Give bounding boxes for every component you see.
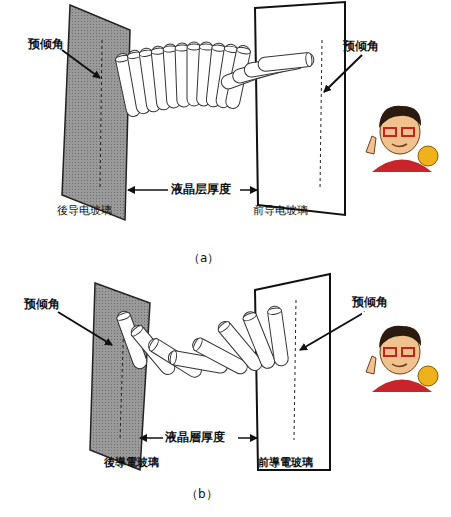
molecule-end — [116, 311, 131, 321]
leader-arrow — [300, 312, 365, 350]
label: （a） — [188, 252, 219, 265]
avatar-background — [362, 312, 442, 392]
label: 前导电玻璃 — [253, 205, 308, 217]
dimension-arrow — [240, 189, 257, 191]
avatar-hair — [379, 326, 421, 348]
rear-glass-plate — [62, 5, 130, 220]
label: 液晶層厚度 — [165, 431, 225, 444]
leader-arrow — [58, 312, 112, 345]
molecule-end — [130, 324, 145, 338]
dimension-arrow — [128, 189, 168, 191]
avatar-background — [362, 92, 442, 172]
avatar-hand — [366, 356, 376, 374]
label: 後導電玻璃 — [104, 457, 159, 469]
label: 後导电玻璃 — [57, 205, 112, 217]
avatar — [362, 92, 442, 172]
label: （b） — [186, 488, 218, 501]
leader-arrow — [324, 55, 362, 92]
avatar-mouth — [392, 364, 407, 367]
avatar — [362, 312, 442, 392]
molecule-end — [169, 350, 177, 365]
pretilt-reference — [294, 300, 296, 440]
front-glass-plate — [255, 2, 345, 215]
avatar-mouth — [392, 144, 407, 147]
molecule-end — [305, 52, 312, 67]
label: 预倾角 — [24, 298, 60, 311]
label: 前導電玻璃 — [258, 457, 313, 469]
pretilt-reference — [320, 40, 322, 190]
avatar-glasses — [402, 128, 414, 136]
molecule — [267, 305, 289, 366]
label: 预倾角 — [352, 296, 388, 309]
leader-arrow — [62, 50, 100, 78]
dimension-arrow — [238, 437, 257, 439]
avatar-glasses — [384, 348, 396, 356]
molecule-end — [148, 337, 161, 352]
avatar-hand — [366, 136, 376, 154]
front-glass-plate — [255, 274, 330, 470]
pretilt-reference — [100, 40, 102, 190]
label: 预倾角 — [28, 38, 64, 51]
dimension-arrow — [140, 437, 163, 439]
molecule — [257, 52, 314, 72]
molecule-end — [192, 337, 204, 352]
molecule-end — [217, 320, 232, 334]
liquid-crystal-molecules — [114, 42, 314, 118]
rear-glass-plate — [90, 283, 150, 470]
molecule-end — [236, 46, 251, 55]
liquid-crystal-molecules — [115, 305, 289, 380]
molecule-end — [242, 311, 257, 322]
avatar-glasses — [384, 128, 396, 136]
avatar-ball — [418, 146, 438, 166]
avatar-hair — [379, 106, 421, 128]
label: 预倾角 — [343, 40, 379, 53]
molecule-end — [267, 307, 282, 315]
label: 液晶层厚度 — [171, 183, 231, 196]
avatar-glasses — [402, 348, 414, 356]
avatar-ball — [418, 366, 438, 386]
